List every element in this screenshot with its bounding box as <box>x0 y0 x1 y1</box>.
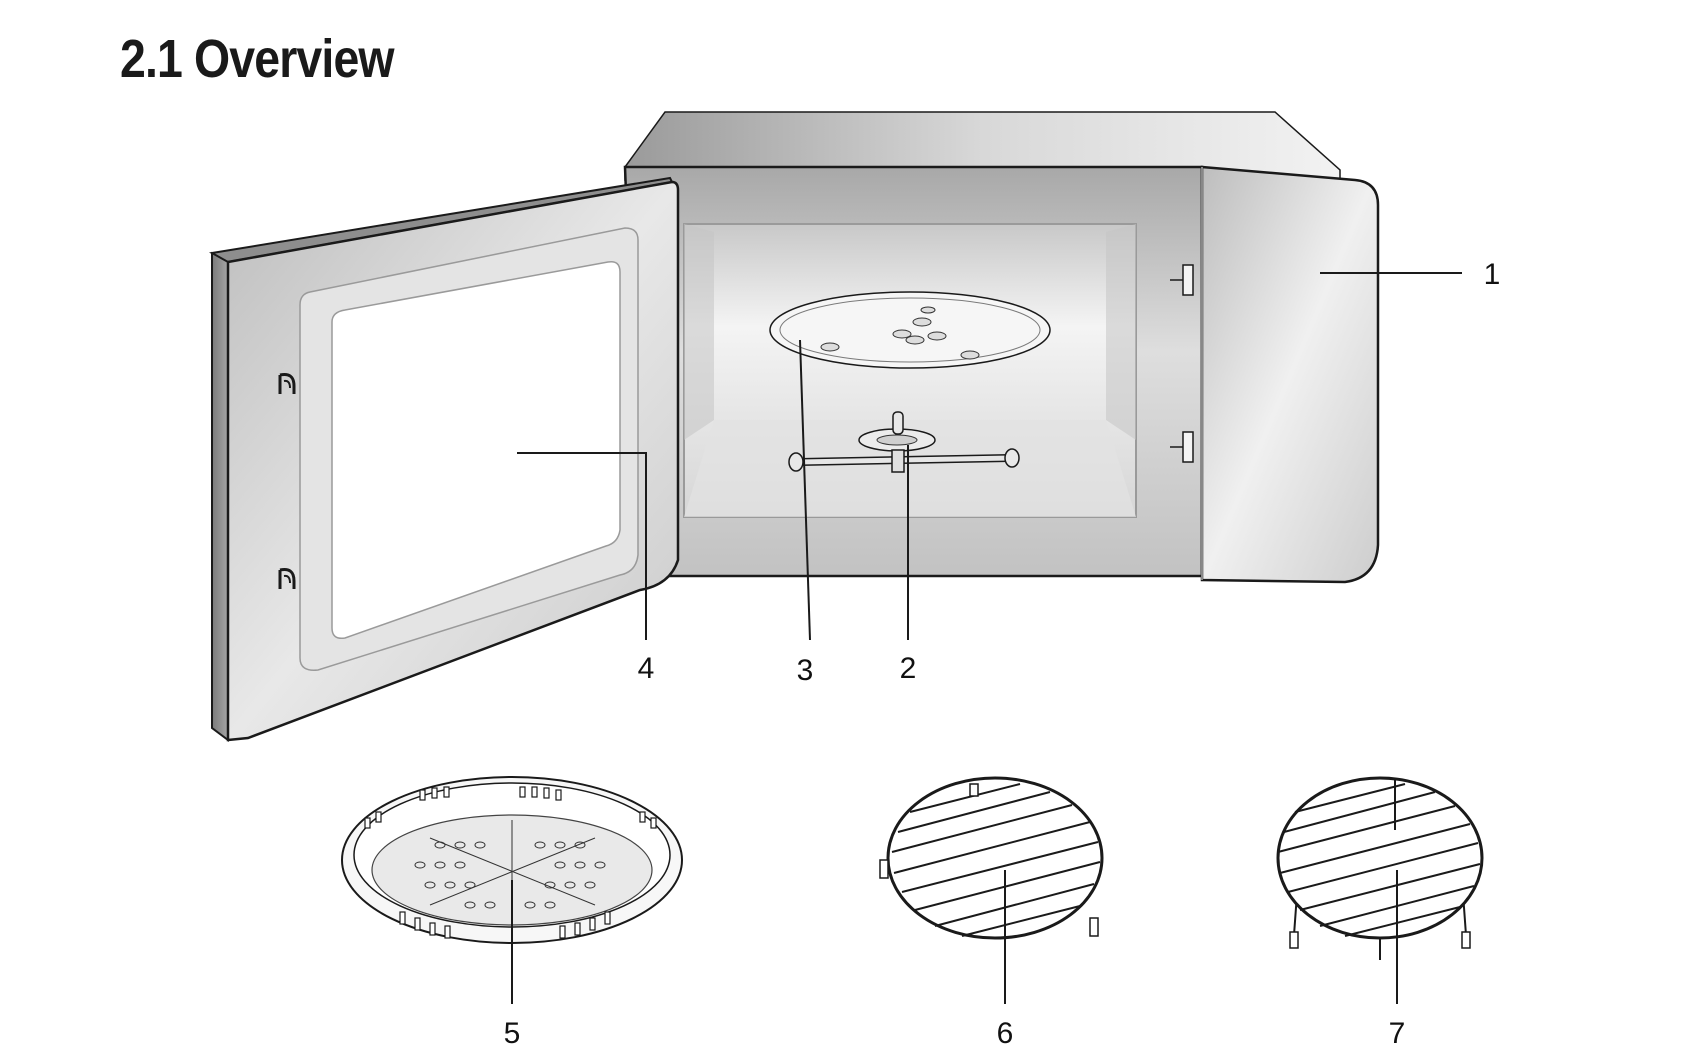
door-window <box>331 260 621 640</box>
callout-labels: 1 2 3 4 5 6 7 <box>504 258 1501 1050</box>
callout-5: 5 <box>504 1017 521 1050</box>
leader-3 <box>799 339 811 641</box>
door-latch-slot-upper <box>1170 264 1194 296</box>
page-title: 2.1 Overview <box>120 29 395 89</box>
door-hook-upper <box>278 373 296 394</box>
glass-turntable <box>769 291 1051 369</box>
callout-7: 7 <box>1389 1017 1406 1050</box>
microwave-door <box>209 176 680 742</box>
callout-6: 6 <box>997 1017 1014 1050</box>
callout-4: 4 <box>638 652 655 685</box>
callout-2: 2 <box>900 652 917 685</box>
cavity-floor <box>684 420 1136 517</box>
leader-4 <box>517 452 647 640</box>
low-grill-rack <box>879 776 1104 940</box>
callout-leaders <box>511 272 1462 1004</box>
door-latch-slot-lower <box>1170 431 1194 463</box>
callout-3: 3 <box>797 654 814 687</box>
door-hook-lower <box>278 568 296 589</box>
door-edge <box>211 251 229 742</box>
high-grill-rack <box>1276 776 1484 960</box>
microwave-body <box>623 111 1380 584</box>
turntable-roller-ring <box>788 411 1020 473</box>
crisp-tray <box>341 776 683 944</box>
callout-1: 1 <box>1484 258 1501 291</box>
control-panel <box>1200 165 1380 584</box>
